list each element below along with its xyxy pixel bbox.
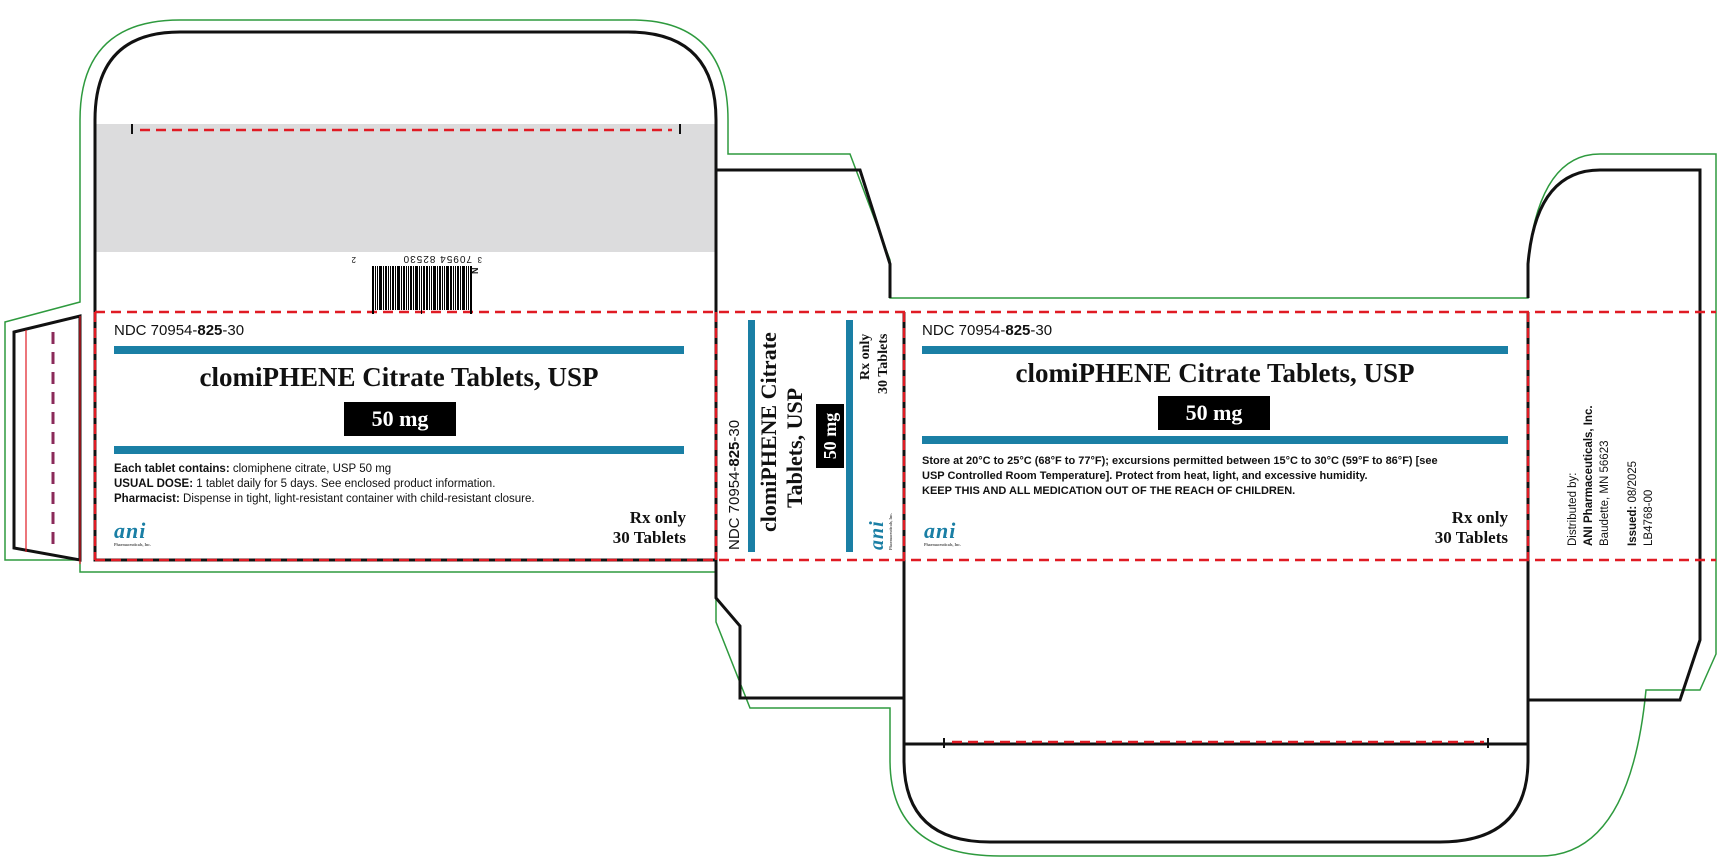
barcode-bar bbox=[446, 266, 449, 310]
side-count: 30 Tablets bbox=[876, 333, 891, 394]
back-count: 30 Tablets bbox=[1434, 528, 1508, 547]
side-product-name-1: clomiPHENE Citrate bbox=[756, 332, 781, 532]
front-ndc: NDC 70954-825-30 bbox=[114, 322, 245, 339]
barcode-bar bbox=[442, 266, 443, 310]
distributor-address: Baudette, MN 56623 bbox=[1599, 440, 1611, 547]
back-ndc: NDC 70954-825-30 bbox=[922, 322, 1053, 339]
top-flap-gray-panel bbox=[95, 124, 715, 252]
back-bottom-bar bbox=[922, 436, 1508, 444]
barcode-bar bbox=[392, 266, 394, 310]
back-rx-count: Rx only 30 Tablets bbox=[1380, 508, 1508, 548]
barcode-bar bbox=[439, 266, 441, 310]
front-info-line-2: USUAL DOSE: 1 tablet daily for 5 days. S… bbox=[114, 478, 496, 490]
side-product-name-2: Tablets, USP bbox=[782, 387, 807, 508]
barcode-bar bbox=[408, 266, 409, 310]
barcode-icon bbox=[362, 266, 472, 314]
issued-date: Issued: 08/2025 bbox=[1627, 460, 1639, 546]
barcode-bar bbox=[462, 266, 465, 310]
barcode-bar bbox=[444, 266, 445, 310]
barcode-bar bbox=[375, 266, 376, 310]
barcode-bar bbox=[431, 266, 432, 310]
barcode-bar bbox=[372, 266, 374, 314]
barcode-bar bbox=[433, 266, 436, 310]
barcode-bar bbox=[401, 266, 402, 310]
barcode-bar bbox=[410, 266, 412, 310]
storage-line-3: KEEP THIS AND ALL MEDICATION OUT OF THE … bbox=[922, 485, 1296, 497]
barcode-digits: 70954 82530 bbox=[402, 253, 472, 264]
front-rx-count: Rx only 30 Tablets bbox=[560, 508, 686, 548]
barcode-bar bbox=[403, 266, 405, 310]
cut-outline bbox=[12, 314, 82, 562]
side-strength-badge: 50 mg bbox=[816, 404, 844, 468]
barcode-bar bbox=[419, 266, 420, 310]
barcode-bar bbox=[397, 266, 400, 310]
front-count: 30 Tablets bbox=[612, 528, 686, 547]
barcode-bar bbox=[426, 266, 428, 310]
barcode-bar bbox=[385, 266, 387, 310]
storage-line-2: USP Controlled Room Temperature]. Protec… bbox=[922, 470, 1368, 482]
back-top-bar bbox=[922, 346, 1508, 354]
barcode-bar bbox=[377, 266, 378, 310]
barcode-bar bbox=[406, 266, 407, 310]
front-info-line-3: Pharmacist: Dispense in tight, light-res… bbox=[114, 493, 535, 505]
barcode-bar bbox=[466, 266, 467, 310]
back-rx-only: Rx only bbox=[1451, 508, 1508, 527]
barcode-bar bbox=[390, 266, 391, 310]
front-info: Each tablet contains: clomiphene citrate… bbox=[114, 462, 684, 507]
barcode-bar bbox=[395, 266, 396, 310]
front-info-line-1: Each tablet contains: clomiphene citrate… bbox=[114, 463, 392, 475]
distributor-label: Distributed by: bbox=[1567, 472, 1579, 546]
barcode-bar bbox=[388, 266, 389, 310]
barcode-bar bbox=[450, 266, 452, 310]
back-product-name: clomiPHENE Citrate Tablets, USP bbox=[1015, 358, 1415, 388]
barcode-bar bbox=[421, 266, 422, 314]
barcode-bar bbox=[423, 266, 425, 310]
bleed-outline bbox=[4, 19, 1717, 857]
barcode-bar bbox=[453, 266, 454, 310]
label-code: LB4768-00 bbox=[1643, 489, 1655, 546]
distributor-name: ANI Pharmaceuticals, Inc. bbox=[1583, 405, 1595, 546]
barcode-bar bbox=[379, 266, 382, 310]
barcode-bar bbox=[460, 266, 461, 310]
barcode-n-mark: N bbox=[470, 267, 480, 275]
barcode-bar bbox=[468, 266, 469, 310]
front-bottom-bar bbox=[114, 446, 684, 454]
barcode-bar bbox=[415, 266, 418, 310]
barcode-bar bbox=[437, 266, 438, 310]
barcode-bar bbox=[457, 266, 459, 310]
storage-line-1: Store at 20°C to 25°C (68°F to 77°F); ex… bbox=[922, 455, 1438, 467]
barcode-left-digit: 3 bbox=[477, 255, 482, 264]
barcode-bar bbox=[429, 266, 430, 310]
back-strength-badge: 50 mg bbox=[1158, 396, 1270, 430]
barcode-block: 70954 82530 3 2 bbox=[342, 250, 482, 314]
barcode-bar bbox=[383, 266, 384, 310]
front-strength-badge: 50 mg bbox=[344, 402, 456, 436]
side-ndc: NDC 70954-825-30 bbox=[726, 419, 743, 550]
front-product-name: clomiPHENE Citrate Tablets, USP bbox=[199, 362, 599, 392]
side-left-bar bbox=[748, 320, 755, 552]
barcode-right-digit: 2 bbox=[351, 255, 356, 264]
front-top-bar bbox=[114, 346, 684, 354]
side-right-bar bbox=[846, 320, 853, 552]
back-storage-info: Store at 20°C to 25°C (68°F to 77°F); ex… bbox=[922, 454, 1508, 499]
barcode-bar bbox=[455, 266, 456, 310]
front-rx-only: Rx only bbox=[629, 508, 686, 527]
side-rx-only: Rx only bbox=[858, 333, 873, 380]
barcode-bar bbox=[413, 266, 414, 310]
